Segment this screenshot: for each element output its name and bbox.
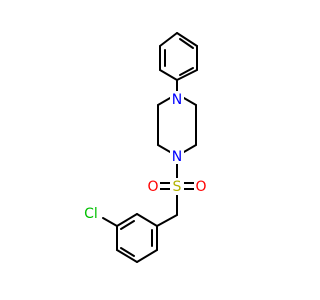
- nitrogen-label: N: [172, 92, 182, 108]
- atom-oxygen-left: O: [146, 178, 160, 195]
- oxygen-label: O: [195, 179, 206, 195]
- phenyl-ring: [159, 32, 198, 81]
- bond: [176, 69, 198, 81]
- bond: [159, 69, 178, 81]
- nitrogen-label: N: [172, 149, 182, 165]
- bond: [136, 249, 158, 263]
- atom-n-top: N: [170, 91, 184, 108]
- sulfur-label: S: [173, 179, 182, 195]
- bond: [116, 213, 138, 227]
- atom-chlorine: Cl: [80, 205, 102, 222]
- atom-sulfur: S: [170, 178, 184, 195]
- bond: [179, 38, 194, 49]
- chlorine-label: Cl: [84, 206, 98, 222]
- chlorophenyl-ring: [102, 213, 158, 263]
- bond: [120, 220, 135, 230]
- bond: [116, 249, 138, 263]
- bond: [102, 217, 118, 227]
- oxygen-label: O: [147, 179, 158, 195]
- bond: [120, 247, 135, 257]
- bond: [179, 67, 194, 76]
- atom-n-bottom: N: [170, 148, 184, 165]
- bond: [159, 32, 178, 47]
- bond: [176, 32, 198, 47]
- bond: [136, 213, 158, 227]
- atom-oxygen-right: O: [194, 178, 208, 195]
- bond: [156, 214, 178, 227]
- molecule-structure: N N S O O Cl: [80, 32, 208, 263]
